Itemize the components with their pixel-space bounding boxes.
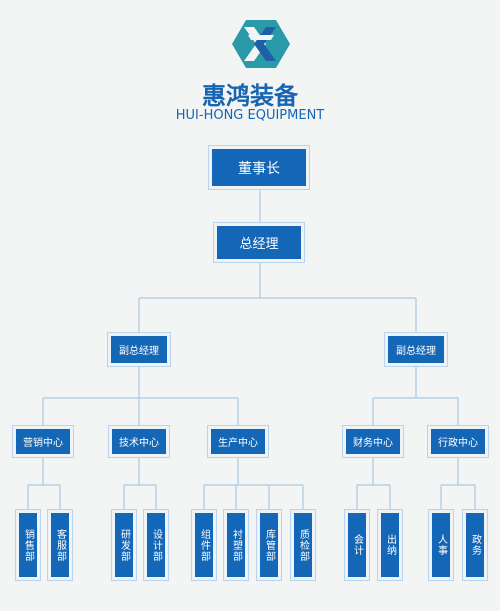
connector-lines — [27, 187, 476, 511]
chairman-node: 董事长 — [208, 145, 310, 190]
dept-accounting-node: 会计 — [344, 509, 370, 581]
dept-design-node: 设计部 — [143, 509, 169, 581]
finance-center-label: 财务中心 — [346, 429, 400, 454]
marketing-center-node: 营销中心 — [12, 425, 74, 458]
tech-center-label: 技术中心 — [112, 429, 166, 454]
admin-center-node: 行政中心 — [427, 425, 489, 458]
marketing-center-label: 营销中心 — [16, 429, 70, 454]
dept-assembly-node: 组件部 — [191, 509, 217, 581]
dept-rd-node: 研发部 — [111, 509, 137, 581]
brand-name-en: HUI-HONG EQUIPMENT — [175, 108, 325, 123]
hexagon-hh-logo — [232, 20, 290, 68]
chairman-label: 董事长 — [212, 149, 306, 186]
dept-warehouse-label: 库管部 — [260, 513, 278, 577]
general-manager-label: 总经理 — [217, 226, 301, 259]
dept-rd-label: 研发部 — [115, 513, 133, 577]
vice-gm-left-label: 副总经理 — [111, 336, 167, 363]
production-center-label: 生产中心 — [211, 429, 265, 454]
dept-accounting-label: 会计 — [348, 513, 366, 577]
general-manager-node: 总经理 — [213, 222, 305, 263]
brand-name-cn: 惠鸿装备 — [202, 82, 298, 110]
finance-center-node: 财务中心 — [342, 425, 404, 458]
dept-qc-node: 质检部 — [290, 509, 316, 581]
dept-government-label: 政务 — [466, 513, 484, 577]
admin-center-label: 行政中心 — [431, 429, 485, 454]
vice-gm-right-label: 副总经理 — [388, 336, 444, 363]
vice-gm-right-node: 副总经理 — [384, 332, 448, 367]
dept-government-node: 政务 — [462, 509, 488, 581]
dept-qc-label: 质检部 — [294, 513, 312, 577]
vice-gm-left-node: 副总经理 — [107, 332, 171, 367]
dept-lining-label: 衬塑部 — [227, 513, 245, 577]
dept-design-label: 设计部 — [147, 513, 165, 577]
production-center-node: 生产中心 — [207, 425, 269, 458]
dept-warehouse-node: 库管部 — [256, 509, 282, 581]
dept-cashier-label: 出纳 — [381, 513, 399, 577]
dept-cashier-node: 出纳 — [377, 509, 403, 581]
dept-customer-service-node: 客服部 — [47, 509, 73, 581]
dept-assembly-label: 组件部 — [195, 513, 213, 577]
tech-center-node: 技术中心 — [108, 425, 170, 458]
dept-hr-label: 人事 — [432, 513, 450, 577]
dept-hr-node: 人事 — [428, 509, 454, 581]
dept-sales-label: 销售部 — [19, 513, 37, 577]
dept-customer-service-label: 客服部 — [51, 513, 69, 577]
dept-lining-node: 衬塑部 — [223, 509, 249, 581]
dept-sales-node: 销售部 — [15, 509, 41, 581]
